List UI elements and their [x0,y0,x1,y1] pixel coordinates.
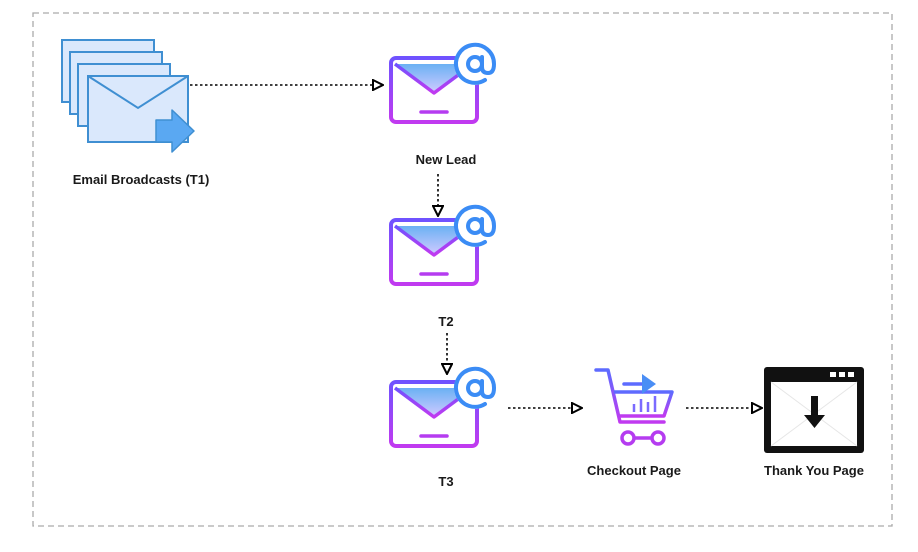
email-stack-icon [61,39,195,153]
node-label-thank-you: Thank You Page [764,463,864,478]
node-label-broadcasts: Email Broadcasts (T1) [72,172,210,187]
node-label-checkout: Checkout Page [587,463,681,478]
shopping-cart-icon [594,368,674,446]
node-label-new-lead: New Lead [415,152,477,167]
download-page-icon [764,367,864,453]
node-label-t3: T3 [438,474,454,489]
email-at-icon [389,41,498,124]
diagram-boundary [32,12,893,527]
email-at-icon [389,365,498,448]
email-at-icon [389,203,498,286]
node-label-t2: T2 [438,314,454,329]
